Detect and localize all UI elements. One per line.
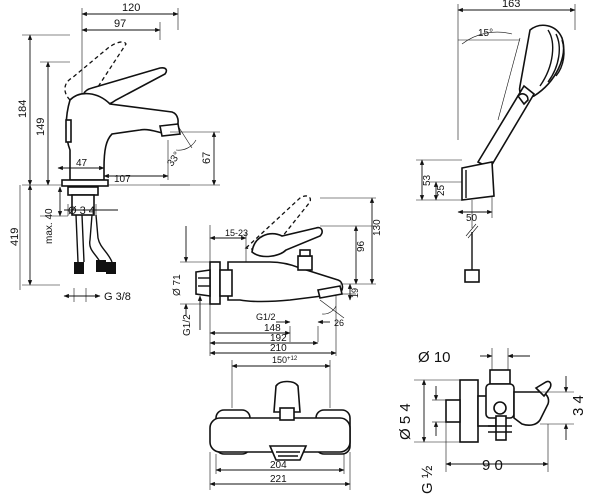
label-d34: Ø 3 4: [68, 205, 95, 217]
label-50: 50: [466, 213, 478, 224]
label-148: 148: [264, 323, 281, 334]
label-d71: Ø 71: [172, 274, 183, 296]
label-204: 204: [270, 460, 287, 471]
label-130: 130: [372, 219, 383, 236]
label-120: 120: [122, 2, 140, 14]
label-25: 25: [436, 184, 447, 196]
label-67: 67: [201, 152, 213, 164]
label-47: 47: [76, 158, 88, 169]
basin-mixer-drawing: 120 97 184 149 67 33° 47 107 419 max. 40…: [9, 2, 220, 303]
label-19: 19: [350, 288, 360, 298]
bath-mixer-side-drawing: 15-23 96 130 Ø 71 G1/2 G1/2 19 26 148 19…: [172, 195, 383, 356]
label-150: 150+12: [272, 355, 298, 365]
bath-mixer-front-drawing: 150+12 204 221: [209, 355, 351, 490]
label-184: 184: [17, 100, 29, 118]
label-d54: Ø 5 4: [397, 403, 414, 440]
label-max40: max. 40: [44, 208, 55, 244]
label-g12-bottom: G1/2: [256, 312, 276, 322]
label-53: 53: [422, 174, 433, 186]
label-g12-valve: G ½: [419, 465, 436, 494]
label-g12-left: G1/2: [182, 314, 193, 336]
label-15-23: 15-23: [225, 228, 248, 238]
label-419: 419: [9, 228, 21, 246]
label-15-deg: 15°: [478, 28, 493, 39]
label-g38: G 3/8: [104, 291, 131, 303]
label-26: 26: [334, 318, 344, 328]
angle-valve-drawing: Ø 10 Ø 5 4 3 4 G ½ 9 0: [397, 348, 587, 494]
label-163: 163: [502, 0, 520, 10]
label-221: 221: [270, 474, 287, 485]
label-149: 149: [35, 118, 47, 136]
label-96: 96: [356, 240, 367, 252]
hand-shower-drawing: 163 15° 53 25 50: [416, 0, 576, 283]
label-90: 9 0: [482, 457, 503, 474]
label-192: 192: [270, 333, 287, 344]
label-107: 107: [114, 174, 131, 185]
label-d10: Ø 10: [418, 349, 451, 366]
label-210: 210: [270, 343, 287, 354]
label-97: 97: [114, 18, 126, 30]
label-34: 3 4: [570, 395, 587, 416]
